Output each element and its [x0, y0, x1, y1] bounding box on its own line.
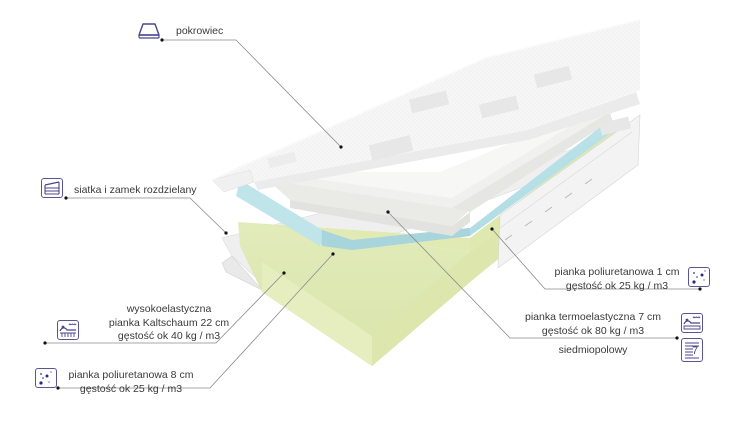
mattress-cover	[211, 19, 641, 193]
kaltschaum-line1: wysokoelastyczna	[126, 303, 212, 315]
thermo-line2: gęstość ok 80 kg / m3	[541, 324, 645, 337]
thermo-elastic-foam-icon	[681, 313, 703, 333]
leader-pu1	[491, 228, 700, 290]
zipper-mesh-strip	[497, 114, 641, 269]
kaltschaum-line2: pianka Kaltschaum 22 cm	[108, 316, 230, 329]
polyurethane-foam-icon	[688, 267, 710, 287]
seven-zone-icon: 7	[681, 338, 703, 362]
label-cover: pokrowiec	[176, 25, 224, 37]
leader-kaltschaum	[45, 272, 285, 344]
label-pu1: pianka poliuretanowa 1 cm gęstość ok 25 …	[553, 266, 681, 293]
label-kaltschaum: wysokoelastyczna pianka Kaltschaum 22 cm…	[108, 303, 230, 344]
pu8-line2: gęstość ok 25 kg / m3	[79, 382, 183, 395]
leader-thermo	[387, 211, 677, 339]
polyurethane-foam-icon	[35, 368, 57, 388]
kaltschaum-line3: gęstość ok 40 kg / m3	[117, 330, 221, 342]
mesh-zipper-icon	[41, 178, 63, 198]
leader-mesh	[66, 197, 227, 234]
leader-cover	[162, 39, 342, 148]
label-mesh: siatka i zamek rozdzielany	[74, 184, 197, 196]
thermo-foam-layer	[236, 118, 612, 250]
leader-dots	[43, 38, 702, 390]
pu8-line1: pianka poliuretanowa 8 cm	[68, 369, 194, 381]
thermo-line3: siedmiopolowy	[558, 344, 628, 356]
pu1-line1: pianka poliuretanowa 1 cm	[554, 266, 680, 278]
high-elastic-foam-icon	[57, 320, 79, 340]
leader-lines	[45, 39, 700, 389]
label-pu8: pianka poliuretanowa 8 cm gęstość ok 25 …	[68, 369, 194, 396]
label-thermo: pianka termoelastyczna 7 cm gęstość ok 8…	[518, 311, 668, 358]
top-foam-layer	[268, 102, 612, 236]
mattress-cover-icon	[137, 22, 161, 40]
zones-number: 7	[692, 345, 699, 357]
thermo-line1: pianka termoelastyczna 7 cm	[525, 311, 661, 323]
pu1-line2: gęstość ok 25 kg / m3	[565, 279, 669, 292]
leader-pu8	[58, 253, 334, 389]
